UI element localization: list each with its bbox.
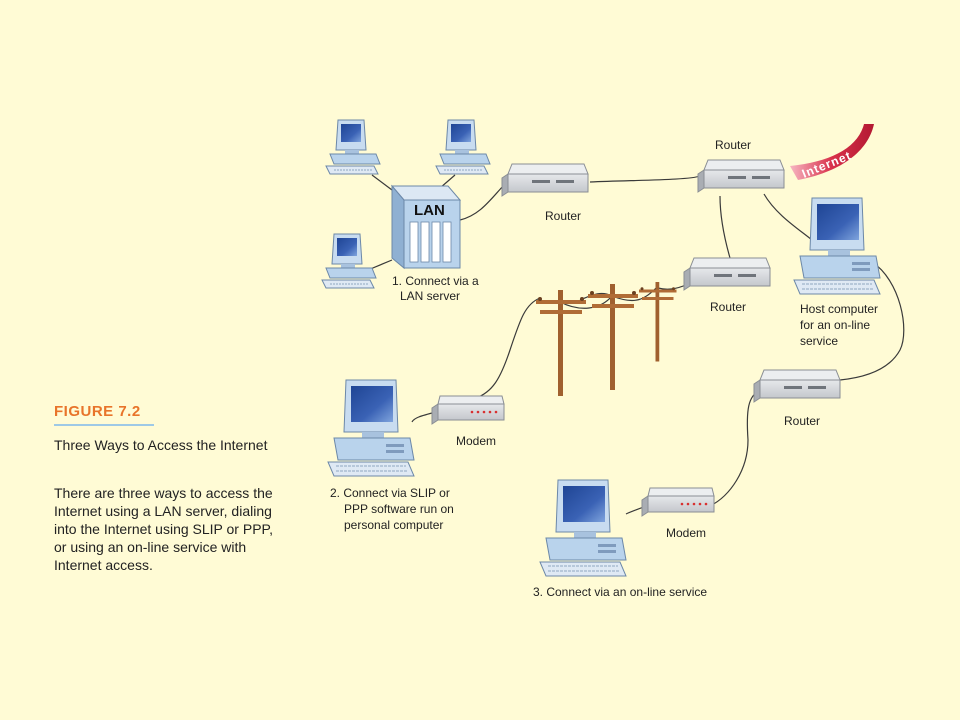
wire-pole-1	[559, 295, 613, 309]
line-main-router-router	[719, 195, 731, 259]
modem-online-label: Modem	[666, 526, 706, 540]
router-dialup: Router	[683, 257, 771, 314]
host-computer-label: Host computer for an on-line service	[800, 302, 881, 348]
lan-section: LAN 1. Connect via a LAN server	[321, 119, 491, 303]
router-main: Router	[697, 138, 785, 193]
line-main-router-host	[763, 193, 813, 241]
personal-computer	[327, 379, 415, 477]
telephone-poles	[536, 282, 677, 396]
modem-dialup: Modem	[431, 395, 505, 448]
pole-1	[536, 290, 586, 396]
line-lan-router	[459, 184, 505, 221]
method-2-label: 2. Connect via SLIP or PPP software run …	[330, 486, 457, 532]
internet-cloud: Internet	[790, 124, 874, 181]
figure-caption: There are three ways to access the Inter…	[54, 485, 273, 573]
line-pc1-lan	[371, 174, 393, 191]
modem-dialup-label: Modem	[456, 434, 496, 448]
lan-server: LAN	[390, 184, 462, 270]
router-online: Router	[753, 369, 841, 428]
figure-number: FIGURE 7.2	[54, 403, 141, 420]
figure-heading: Three Ways to Access the Internet	[54, 437, 268, 453]
host-computer: Host computer for an on-line service	[793, 197, 881, 348]
figure-title-rule	[54, 424, 154, 426]
workstation-3	[321, 233, 377, 289]
online-service-computer	[539, 479, 627, 577]
internet-label: Internet	[800, 148, 853, 180]
lan-label: LAN	[414, 202, 445, 219]
router-lan: Router	[501, 163, 589, 223]
workstation-2	[435, 119, 491, 175]
method-3-label: 3. Connect via an on-line service	[533, 585, 707, 599]
line-router-main-router	[589, 175, 701, 183]
dialup-section: Modem 2. Connect via SLIP or PPP softwar…	[327, 379, 505, 532]
method-1-label: 1. Connect via a LAN server	[392, 274, 482, 303]
router-main-label: Router	[715, 138, 751, 152]
line-host-router	[839, 261, 905, 381]
modem-online: Modem	[641, 487, 715, 540]
workstation-1	[325, 119, 381, 175]
online-service-section: Modem 3. Connect via an on-line service	[533, 479, 715, 599]
pole-3	[639, 282, 677, 362]
router-lan-label: Router	[545, 209, 581, 223]
router-dialup-label: Router	[710, 300, 746, 314]
router-online-label: Router	[784, 414, 820, 428]
line-poles-modem	[475, 297, 541, 399]
line-router-modem	[709, 389, 761, 507]
